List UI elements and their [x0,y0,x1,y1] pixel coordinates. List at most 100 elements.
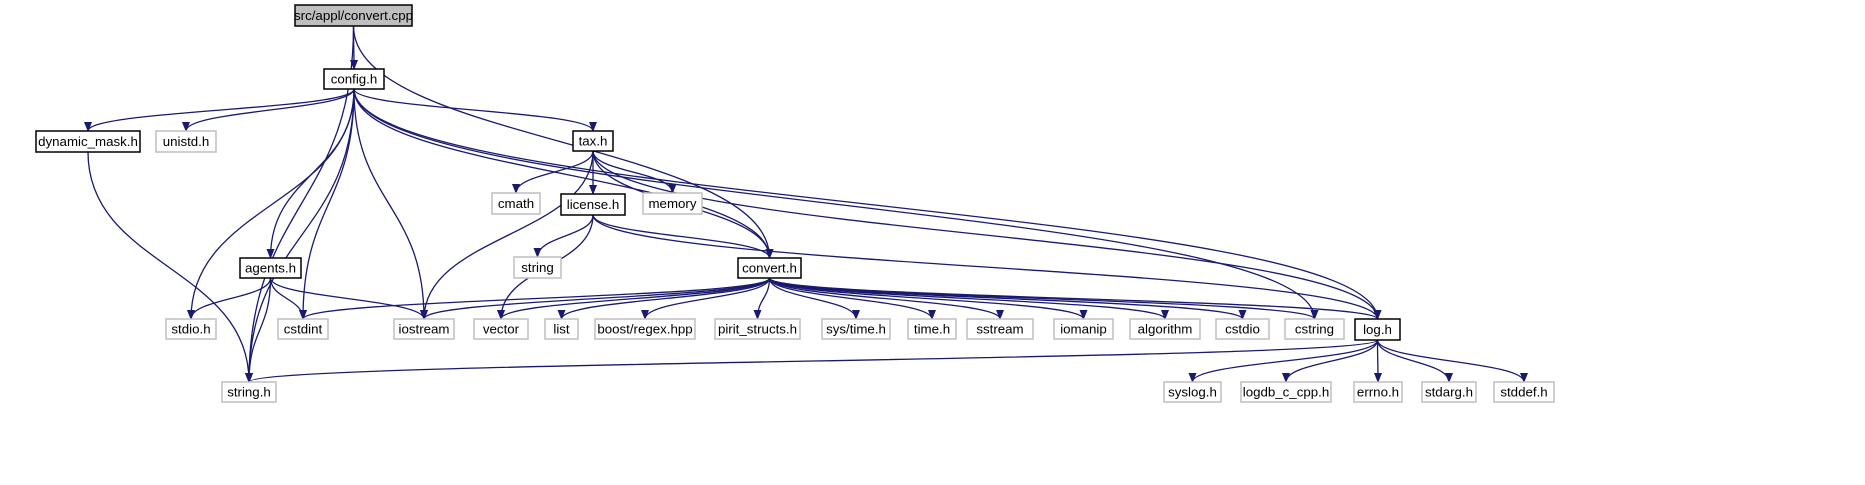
node-box [821,318,891,340]
edge-log_h-to-stdarg_h [1376,339,1453,383]
node-box [1421,381,1477,403]
node-box [323,68,385,90]
node-box [491,192,541,215]
node-box [714,318,801,340]
node-label: list [553,322,570,337]
node-box [572,130,614,152]
edge-tax_h-to-iostream [420,150,594,320]
node-label: vector [483,322,520,337]
node-sys-time-h: sys/time.h [821,318,891,340]
node-box [35,130,141,153]
node-list: list [544,318,579,340]
node-box [277,318,329,340]
node-box [1493,381,1555,403]
node-label: convert.h [742,261,797,276]
node-agents-h[interactable]: agents.h [239,257,302,279]
edge-convert_h-to-boost_regex [641,277,771,320]
node-label: license.h [567,197,619,212]
node-label: stddef.h [1500,385,1547,400]
node-label: string [521,260,554,275]
node-label: stdio.h [171,322,210,337]
edge-dynamic_mask_h-to-string_h [87,151,253,383]
node-label: sys/time.h [826,322,886,337]
node-cstring: cstring [1284,318,1345,340]
node-label: cmath [498,196,534,211]
node-label: agents.h [245,261,296,276]
node-logdb: logdb_c_cpp.h [1240,381,1332,403]
node-label: iostream [399,322,450,337]
node-box [642,192,703,215]
node-label: stdarg.h [1425,385,1473,400]
node-box [1284,318,1345,340]
edges-layer [84,25,1528,383]
node-iostream: iostream [393,318,455,340]
edge-config_h-to-unistd_h [182,88,355,132]
node-config-h[interactable]: config.h [323,68,385,90]
edge-log_h-to-stddef_h [1376,339,1528,383]
nodes-layer: src/appl/convert.cpp config.h dynamic_mask… [35,4,1555,403]
node-label: time.h [914,322,950,337]
edge-convert_h-to-iomanip [768,277,1088,320]
node-stddef-h: stddef.h [1493,381,1555,403]
edge-log_h-to-string_h [245,339,1379,383]
node-label: cstdio [1225,322,1260,337]
node-label: logdb_c_cpp.h [1243,385,1330,400]
node-label: dynamic_mask.h [38,134,138,149]
node-label: algorithm [1138,322,1193,337]
node-box [165,318,217,340]
node-box [1053,318,1114,340]
edge-license_h-to-string [533,214,594,258]
edge-convert_h-to-cstdint [299,277,771,320]
edge-log_h-to-logdb [1282,339,1379,383]
node-cstdint: cstdint [277,318,329,340]
edge-log_h-to-errno_h [1373,339,1382,383]
node-cstdio: cstdio [1215,318,1270,340]
node-string-h: string.h [221,381,277,403]
edge-convert_h-to-log_h [768,277,1382,320]
node-label: iomanip [1060,322,1107,337]
node-box [1240,381,1332,403]
edge-config_h-to-cstdint [299,88,355,320]
node-box [594,318,696,340]
node-label: memory [648,196,696,211]
node-label: src/appl/convert.cpp [294,8,413,23]
node-convert-h[interactable]: convert.h [737,257,802,279]
node-box [1353,381,1403,403]
node-label: boost/regex.hpp [597,322,692,337]
edge-convert_h-to-list [557,277,771,320]
node-algorithm: algorithm [1129,318,1201,340]
edge-convert_h-to-vector [497,277,771,320]
node-sstream: sstream [966,318,1034,340]
node-tax-h[interactable]: tax.h [572,130,614,152]
edge-tax_h-to-cmath [512,150,594,194]
node-label: tax.h [579,134,608,149]
node-iomanip: iomanip [1053,318,1114,340]
edge-convert_h-to-algorithm [768,277,1169,320]
edge-config_h-to-dynamic_mask_h [84,88,355,132]
edge-agents_h-to-stdio_h [187,277,272,320]
node-box [1215,318,1270,340]
edge-config_h-to-string_h [245,88,355,383]
edge-config_h-to-log_h [353,88,1382,320]
node-log-h[interactable]: log.h [1354,318,1401,341]
node-convert-cpp[interactable]: src/appl/convert.cpp [294,4,413,27]
node-box [544,318,579,340]
edge-convert_cpp-to-convert_h [352,25,774,259]
node-box [393,318,455,340]
edge-config_h-to-cstring [353,88,1319,320]
node-cmath: cmath [491,192,541,215]
node-memory: memory [642,192,703,215]
edge-convert_h-to-pirit_structs [753,277,771,320]
node-box [1163,381,1222,403]
node-pirit-structs: pirit_structs.h [714,318,801,340]
node-unistd-h: unistd.h [155,130,217,153]
edge-convert_cpp-to-string_h [245,25,355,383]
node-box [966,318,1034,340]
node-dynamic-mask-h[interactable]: dynamic_mask.h [35,130,141,153]
node-label: pirit_structs.h [718,322,797,337]
node-license-h[interactable]: license.h [560,193,626,216]
node-label: cstring [1295,322,1334,337]
node-syslog-h: syslog.h [1163,381,1222,403]
edge-convert_h-to-time_h [768,277,936,320]
node-box [221,381,277,403]
